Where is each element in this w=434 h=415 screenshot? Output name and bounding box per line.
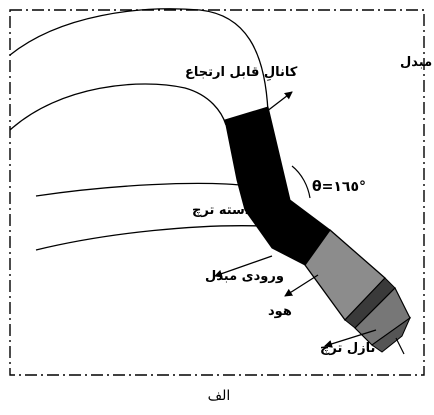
nozzle-wire [395, 337, 405, 355]
handle-lower-line [35, 225, 263, 251]
channel-outer-arc [9, 8, 269, 113]
input-arrow [214, 255, 273, 278]
label-hood: هود [268, 304, 292, 319]
label-angle: θ=۱٦٥° [312, 179, 366, 195]
label-retractable-channel: کانالِ قابل ارتجاع [185, 65, 298, 81]
output-arrow [261, 91, 293, 116]
nozzle-arrow [324, 329, 377, 348]
nozzle-tip [371, 316, 412, 353]
label-torch-handle: دسته ترچ [192, 203, 252, 218]
label-converter-output: خروجی مبدل [400, 55, 434, 70]
channel-inner-arc [9, 83, 227, 131]
frame-border [9, 9, 425, 376]
label-converter-input: ورودی مبدل [205, 269, 284, 284]
hood-arrow [284, 274, 319, 297]
caption: الف [208, 388, 231, 404]
angle-arc [291, 165, 311, 199]
handle-upper-line [35, 182, 251, 197]
label-torch-nozzle: نازل ترچ [320, 341, 375, 356]
